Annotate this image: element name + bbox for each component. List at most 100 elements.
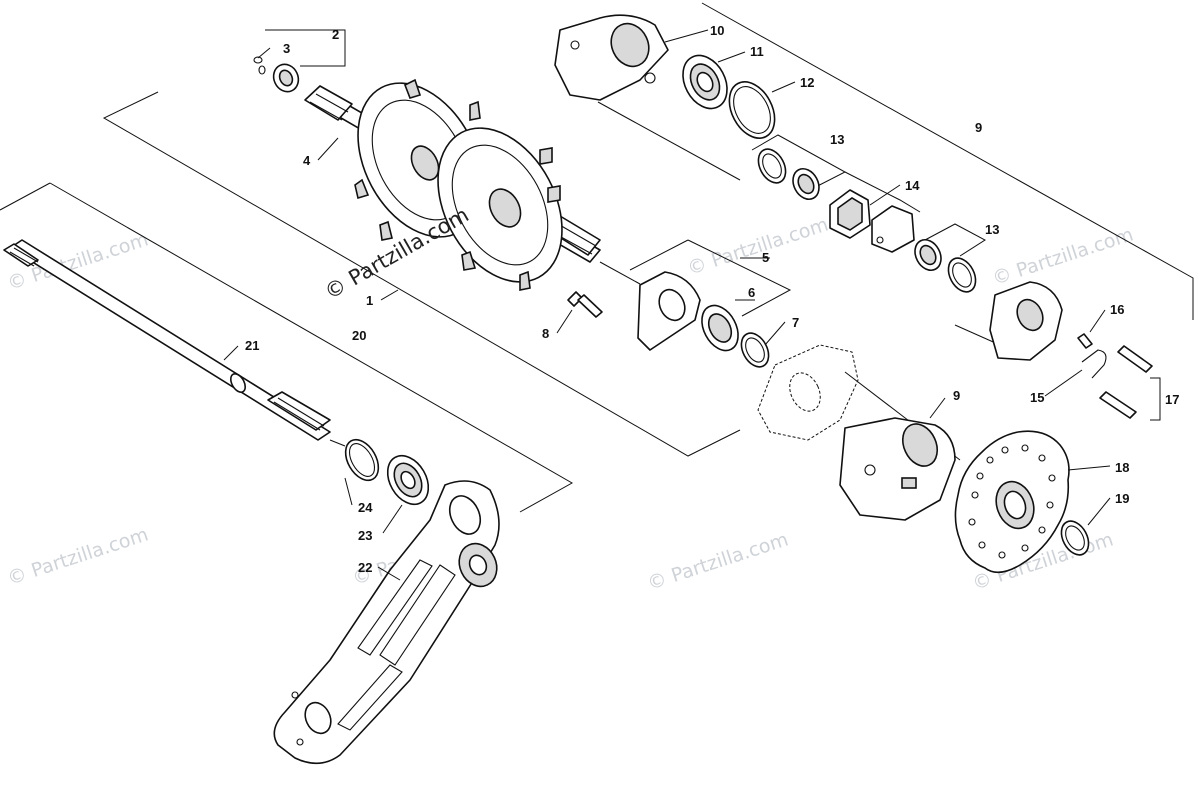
bushing-part-2 [272,63,300,93]
pin-part-16 [1077,333,1093,349]
callout-9b: 9 [953,388,960,403]
clip-ring [258,65,266,75]
disc-hole [968,518,976,526]
bracket-13b [924,223,986,257]
bracket-20 [49,182,574,513]
spline-line [273,401,321,431]
callout-13a: 13 [830,132,844,147]
ring-outer [947,257,977,293]
callout-2: 2 [332,27,339,42]
bracket-1 [102,91,741,457]
bearing-part-23 [386,454,430,506]
ring-outer [757,148,787,184]
spline-line [9,251,35,267]
bushing-inner [797,173,815,195]
spline-line [557,223,597,247]
plate-rib [337,664,403,731]
caliper-end-part-9 [989,281,1063,361]
brake-disc-bore [1003,490,1027,520]
bolt-lower [1099,391,1137,419]
leader-10 [664,29,709,43]
leader-1 [380,289,399,301]
o-ring-part-7 [740,332,770,368]
caliper-half-hole [570,40,580,50]
plate-hole [291,691,299,699]
sprocket-b-center [488,188,522,228]
caliper-end-bore [1016,298,1044,332]
brake-pad-hole [876,236,884,244]
backing-plate-part-5 [637,271,701,351]
phantom-plate-outline [757,344,859,441]
o-ring-part-24 [344,438,380,482]
disc-hole [978,541,986,549]
sprocket-a-center [410,145,440,181]
caliper-bore [901,423,939,467]
callout-leaders [223,29,1111,581]
phantom-plate-bore [789,372,821,412]
callout-1: 1 [366,293,373,308]
bearing-bore [696,71,714,93]
shaft-body [9,239,331,441]
callout-17: 17 [1165,392,1179,407]
leader-14 [869,184,901,206]
caliper-body [839,417,956,521]
callout-21: 21 [245,338,259,353]
watermark-text: © Partzilla.com [685,214,831,280]
sprocket-tooth [354,178,370,200]
sprocket-tooth [547,185,561,203]
callout-5: 5 [762,250,769,265]
plate-upper-bore [448,495,482,535]
leader-18 [1067,465,1111,471]
plate-body [273,480,500,765]
sprocket-tooth [519,270,531,291]
callout-9a: 9 [975,120,982,135]
leader-4 [317,137,339,161]
bolts-part-17 [1099,345,1153,419]
bushing-part-13b [914,238,942,272]
spline-line [309,101,343,121]
leader-3 [257,47,271,59]
shaft-spline-end [3,243,39,267]
leader-24 [344,477,353,506]
brake-pad-part-14 [829,189,915,253]
caliper-label-plate [901,477,917,489]
brake-disc-holes [968,444,1056,559]
spline-line [13,247,39,263]
leader-8 [556,309,573,334]
leader-21 [223,345,239,361]
bolt-part-8 [567,291,603,318]
ring-inner [762,153,782,179]
caliper-part-9 [839,417,956,521]
phantom-plate [757,344,859,441]
bearing-part-11 [682,54,728,110]
o-ring-outer [740,332,770,368]
disc-hole [1038,526,1046,534]
callout-6: 6 [748,285,755,300]
sprocket-tooth [469,100,481,121]
seal-part-12 [728,81,776,139]
backing-plate-bore [658,288,686,322]
o-ring-inner [348,443,376,477]
disc-hole [1001,446,1009,454]
disc-hole [976,472,984,480]
clip-part-3 [253,56,266,75]
axis-line [954,324,1001,346]
axis-line [599,261,641,285]
leader-23 [382,504,403,534]
disc-hole [1021,544,1029,552]
plate-hole [296,738,304,746]
callout-24: 24 [358,500,373,515]
bushing-inner [278,69,294,87]
sprocket-tooth [403,78,422,99]
caliper-piston [864,464,876,476]
watermark-text: © Partzilla.com [5,524,151,590]
bracket-14 [844,171,921,213]
leader-15 [1044,369,1083,397]
spline-line [315,93,349,113]
seal-inner [707,313,733,343]
bracket-13a [751,134,847,196]
leader-19 [1087,497,1111,526]
ring-inner [952,262,972,288]
leader-9b [929,397,946,419]
